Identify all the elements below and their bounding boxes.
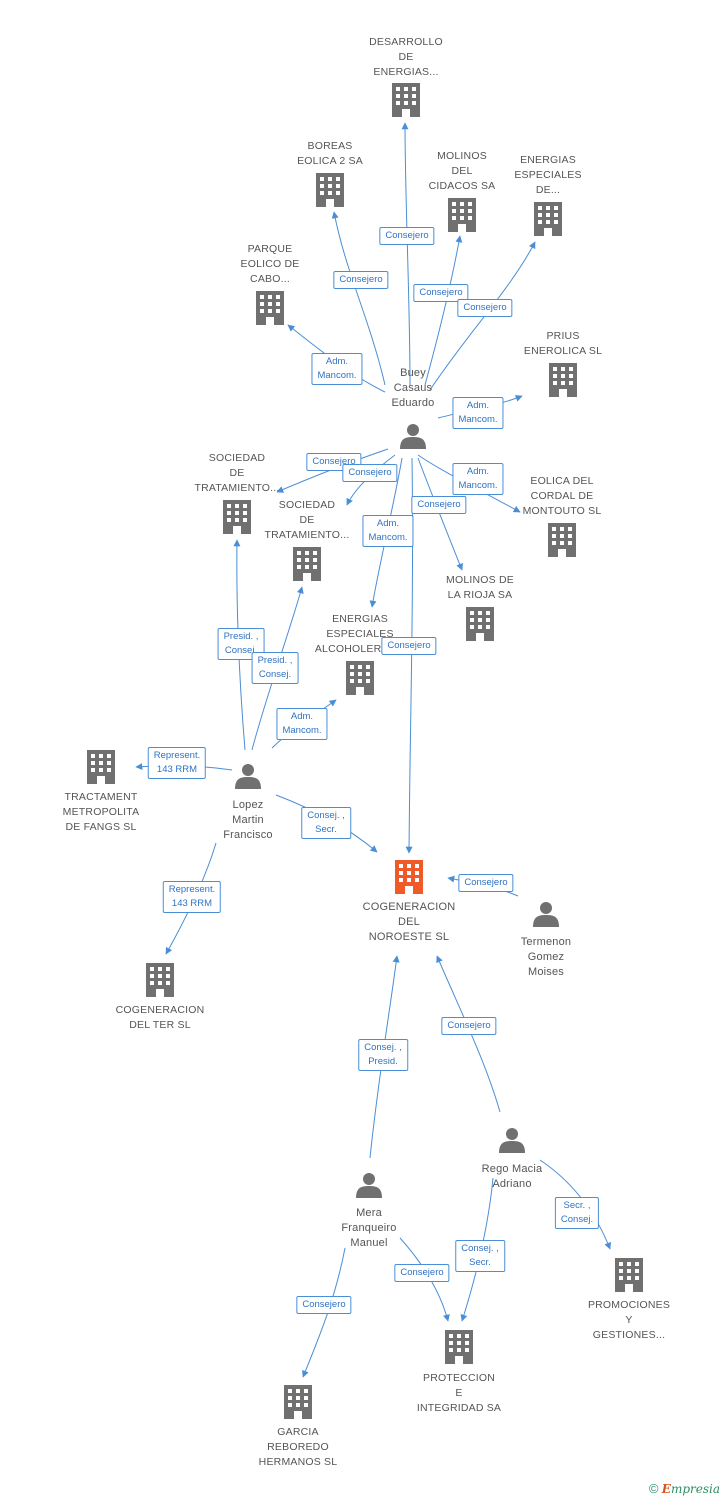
person-icon-termenon[interactable] [533,902,559,927]
edge-label-e14[interactable]: Presid. , Consej. [251,652,299,684]
edge-label-e11[interactable]: Adm. Mancom. [362,515,414,547]
person-icon-buey[interactable] [400,424,426,449]
edge-label-e9[interactable]: Adm. Mancom. [452,463,504,495]
edge-label-e13[interactable]: Presid. , Consej. [217,628,265,660]
building-icon-cogeneracion_ter[interactable] [146,963,174,997]
edge-label-e15[interactable]: Adm. Mancom. [276,708,328,740]
edge-label-e20[interactable]: Consej. , Presid. [358,1039,408,1071]
node-label-prius[interactable]: PRIUS ENEROLICA SL [523,330,603,357]
edge-label-e3[interactable]: Consejero [413,284,469,302]
building-icon-proteccion[interactable] [445,1330,473,1364]
building-icon-tractament[interactable] [87,750,115,784]
building-icon-garcia[interactable] [284,1385,312,1419]
building-icon-cogeneracion_noroeste[interactable] [395,860,423,894]
edge-label-e17[interactable]: Consej. , Secr. [301,807,351,839]
edge-label-e8[interactable]: Consejero [342,464,398,482]
building-icon-desarrollo[interactable] [392,83,420,117]
node-label-eolica_cordal[interactable]: EOLICA DEL CORDAL DE MONTOUTO SL [522,475,602,517]
brand-name: mpresia [670,1482,720,1496]
copyright-symbol: © [648,1481,659,1496]
edge-line-e25 [302,1247,346,1378]
node-label-desarrollo[interactable]: DESARROLLO DE ENERGIAS... [369,36,443,78]
node-label-termenon[interactable]: Termenon Gomez Moises [520,936,572,978]
edge-label-e24[interactable]: Consej. , Secr. [455,1240,505,1272]
edge-line-e10 [417,457,463,571]
building-icon-prius[interactable] [549,363,577,397]
edge-label-e21[interactable]: Consejero [441,1017,497,1035]
person-icon-rego[interactable] [499,1128,525,1153]
building-icon-parque[interactable] [256,291,284,325]
empresia-brand[interactable]: © Empresia [649,1481,720,1496]
edge-label-e5[interactable]: Adm. Mancom. [311,353,363,385]
edge-label-e22[interactable]: Secr. , Consej. [554,1197,600,1229]
node-label-garcia[interactable]: GARCIA REBOREDO HERMANOS SL [258,1426,338,1468]
edge-label-e2[interactable]: Consejero [333,271,389,289]
brand-initial: E [661,1482,671,1496]
node-label-sociedad1[interactable]: SOCIEDAD DE TRATAMIENTO... [194,452,280,494]
edge-label-e18[interactable]: Represent. 143 RRM [162,881,222,913]
node-label-cogeneracion_noroeste[interactable]: COGENERACION DEL NOROESTE SL [362,901,456,943]
edge-label-e4[interactable]: Consejero [457,299,513,317]
person-icon-mera[interactable] [356,1173,382,1198]
node-label-molinos_rioja[interactable]: MOLINOS DE LA RIOJA SA [446,574,514,601]
edge-label-e16[interactable]: Represent. 143 RRM [147,747,207,779]
building-icon-boreas[interactable] [316,173,344,207]
node-label-lopez[interactable]: Lopez Martin Francisco [223,799,273,841]
edge-label-e25[interactable]: Consejero [296,1296,352,1314]
node-label-rego[interactable]: Rego Macia Adriano [481,1163,543,1190]
building-icon-energias_especiales_de[interactable] [534,202,562,236]
node-label-molinos_cidacos[interactable]: MOLINOS DEL CIDACOS SA [428,150,496,192]
edge-line-e1 [401,122,411,386]
node-label-mera[interactable]: Mera Franqueiro Manuel [341,1207,397,1249]
node-label-tractament[interactable]: TRACTAMENT METROPOLITA DE FANGS SL [62,791,140,833]
building-icon-eolica_cordal[interactable] [548,523,576,557]
edge-label-e6[interactable]: Adm. Mancom. [452,397,504,429]
node-label-cogeneracion_ter[interactable]: COGENERACION DEL TER SL [115,1004,205,1031]
node-label-boreas[interactable]: BOREAS EOLICA 2 SA [297,140,363,167]
edge-label-e12[interactable]: Consejero [381,637,437,655]
building-icon-energias_alcoholeras[interactable] [346,661,374,695]
edge-line-e2 [331,211,386,386]
building-icon-sociedad2[interactable] [293,547,321,581]
building-icon-molinos_cidacos[interactable] [448,198,476,232]
edge-line-e3 [424,235,463,386]
person-icon-lopez[interactable] [235,764,261,789]
building-icon-promociones[interactable] [615,1258,643,1292]
edge-label-e1[interactable]: Consejero [379,227,435,245]
node-label-parque[interactable]: PARQUE EOLICO DE CABO... [240,243,300,285]
edge-label-e19[interactable]: Consejero [458,874,514,892]
building-icon-molinos_rioja[interactable] [466,607,494,641]
node-label-proteccion[interactable]: PROTECCION E INTEGRIDAD SA [416,1372,502,1414]
node-label-buey[interactable]: Buey Casaus Eduardo [391,367,435,409]
node-label-promociones[interactable]: PROMOCIONES Y GESTIONES... [587,1299,671,1341]
edge-label-e10[interactable]: Consejero [411,496,467,514]
node-label-energias_especiales_de[interactable]: ENERGIAS ESPECIALES DE... [514,154,582,196]
node-label-sociedad2[interactable]: SOCIEDAD DE TRATAMIENTO... [264,499,350,541]
edge-label-e23[interactable]: Consejero [394,1264,450,1282]
